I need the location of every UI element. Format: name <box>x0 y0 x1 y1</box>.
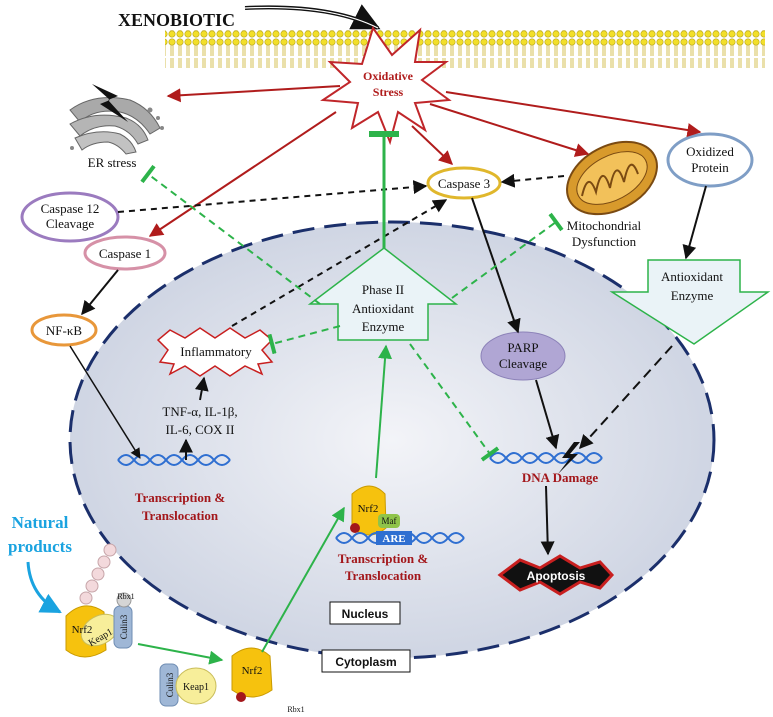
stress-label: Stress <box>373 85 404 99</box>
natural-products-arrow <box>26 561 62 614</box>
nucleus-label: Nucleus <box>342 607 389 621</box>
arrow-mito-to-casp3 <box>500 173 565 188</box>
nfkb-node <box>30 313 98 347</box>
nfkb-label: NF-κB <box>46 323 82 338</box>
arrow-free-nrf2-to-nuc <box>261 506 345 653</box>
oxprot-label-1: Oxidized <box>686 144 734 159</box>
complex-rbx1-label: Rbx1 <box>117 592 134 601</box>
arrow-ox-to-mito <box>429 103 590 157</box>
arrow-parp-to-dna <box>535 379 560 450</box>
er-stress-label: ER stress <box>88 155 137 170</box>
complex-cul3-label: Culin3 <box>119 614 129 639</box>
mito-label-1: Mitochondrial <box>567 218 642 233</box>
antiox-label-1: Antioxidant <box>661 269 723 284</box>
arrow-complex-to-free <box>137 643 224 665</box>
tt-left-label-2: Translocation <box>142 508 219 523</box>
inflammatory-label: Inflammatory <box>180 344 252 359</box>
phase2-enzyme-arrow <box>307 247 459 341</box>
arrow-casp3-to-parp <box>471 197 521 334</box>
free-nrf2-label: Nrf2 <box>242 665 263 677</box>
nrf2-keap1-complex <box>65 592 133 658</box>
nucleus-box <box>329 601 401 625</box>
apoptosis-label: Apoptosis <box>527 569 586 583</box>
oxidative-label: Oxidative <box>363 69 414 83</box>
natural-label-1: Natural <box>12 513 69 532</box>
tt-left-label-1: Transcription & <box>135 490 226 505</box>
phase2-label-3: Enzyme <box>362 319 405 334</box>
complex-nrf2-label: Nrf2 <box>72 624 93 636</box>
caspase12-label-1: Caspase 12 <box>41 201 100 216</box>
dna-damage-bolt <box>558 442 580 474</box>
antiox-label-2: Enzyme <box>671 288 714 303</box>
arrow-ox-to-casp1 <box>148 111 337 237</box>
arrow-dna-to-apoptosis <box>540 485 555 556</box>
free-cul3-label: Culin3 <box>165 672 175 697</box>
mito-label-2: Dysfunction <box>572 234 637 249</box>
cytoplasm-label: Cytoplasm <box>335 655 396 669</box>
nrf2-nucleus-complex: Maf ARE <box>335 485 465 545</box>
mitochondrion-icon <box>566 140 658 216</box>
free-keap1-shape <box>175 667 217 705</box>
free-rbx1-label: Rbx1 <box>287 705 304 714</box>
tt-mid-label-2: Translocation <box>345 568 422 583</box>
caspase1-label: Caspase 1 <box>99 246 151 261</box>
ubiquitin-chain-icon <box>79 543 117 605</box>
inflammatory-burst <box>156 327 274 377</box>
arrow-inflam-to-casp3 <box>231 199 448 327</box>
xenobiotic-label: XENOBIOTIC <box>118 10 235 30</box>
caspase3-label: Caspase 3 <box>438 176 490 191</box>
tt-mid-label-1: Transcription & <box>338 551 429 566</box>
oxprot-label-2: Protein <box>691 160 729 175</box>
free-nrf2-dot <box>236 692 246 702</box>
oxidized-protein-node <box>666 132 754 188</box>
oxidative-stress-burst <box>320 25 452 146</box>
arrow-antiox-to-dna <box>579 345 673 450</box>
arrow-casp1-to-nfkb <box>81 269 119 316</box>
arrow-ox-to-casp3 <box>411 125 454 165</box>
xenobiotic-arrow <box>244 4 381 30</box>
inhibit-phase2-dna <box>409 343 500 462</box>
caspase3-node <box>426 166 502 200</box>
dna-helix-right <box>489 452 603 464</box>
antioxidant-enzyme-arrow <box>609 259 771 345</box>
cytokines-label-1: TNF-α, IL-1β, <box>162 404 237 419</box>
parp-label-2: Cleavage <box>499 356 548 371</box>
cell-membrane <box>165 30 765 68</box>
inhibit-phase2-mito <box>451 212 564 299</box>
free-keap1-label: Keap1 <box>183 682 209 693</box>
caspase1-node <box>83 235 167 271</box>
maf-label: Maf <box>382 516 397 526</box>
parp-label-1: PARP <box>507 340 538 355</box>
dna-damage-label: DNA Damage <box>522 470 598 485</box>
nrf2-nuc-label: Nrf2 <box>358 503 379 515</box>
natural-label-2: products <box>8 537 72 556</box>
caspase12-label-2: Cleavage <box>46 216 95 231</box>
caspase12-node <box>20 191 120 243</box>
arrow-are-to-phase2 <box>375 344 393 479</box>
arrow-ox-to-er <box>166 85 341 103</box>
arrow-ox-to-oxprot <box>445 91 702 137</box>
are-label: ARE <box>382 533 405 545</box>
phase2-label-1: Phase II <box>362 282 404 297</box>
arrow-cytokines-to-inflam <box>194 376 209 401</box>
cytoplasm-box <box>321 649 411 673</box>
arrow-nfkb-to-dna <box>69 345 141 459</box>
parp-node <box>480 331 566 381</box>
er-organelle-icon <box>69 84 164 155</box>
phase2-label-2: Antioxidant <box>352 301 414 316</box>
arrow-casp12-to-casp3 <box>117 180 428 213</box>
arrow-oxprot-to-antiox <box>682 185 707 260</box>
cytokines-label-2: IL-6, COX II <box>166 422 235 437</box>
apoptosis-burst <box>497 554 615 596</box>
